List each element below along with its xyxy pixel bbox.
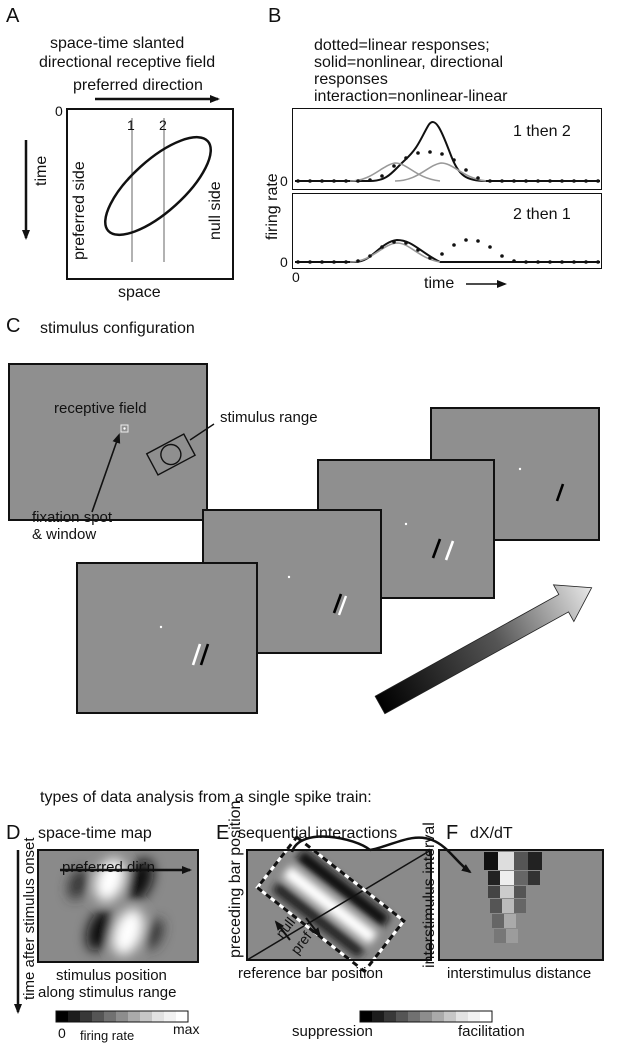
panel-f-title: dX/dT — [470, 825, 513, 842]
panel-a-title-2: directional receptive field — [39, 54, 216, 71]
marker-1: 1 — [127, 117, 135, 133]
slanted-receptive-field — [104, 135, 212, 237]
bar-white-frame-1 — [191, 643, 202, 666]
legend-line-4: interaction=nonlinear-linear — [314, 88, 508, 105]
zero-bottom: 0 — [280, 254, 288, 270]
dotted-linear-sum-top — [296, 150, 600, 183]
bar-black-frame-1 — [199, 643, 210, 666]
panel-f-letter: F — [446, 822, 459, 844]
panel-c-title: stimulus configuration — [40, 320, 195, 337]
stimulus-position-1: stimulus position — [56, 967, 167, 984]
panel-d-letter: D — [6, 822, 21, 844]
preferred-dirn-label: preferred dir'n — [62, 859, 155, 876]
panel-d-title: space-time map — [38, 825, 152, 842]
legend-line-3: responses — [314, 71, 388, 88]
time-arrow — [374, 584, 593, 715]
suppression-label: suppression — [292, 1023, 373, 1040]
linear-response-bottom — [349, 242, 441, 263]
overview-frame — [8, 363, 208, 521]
panel-e-title: sequential interactions — [238, 825, 398, 842]
analysis-window — [255, 835, 407, 974]
link-curve-2 — [369, 836, 472, 874]
scale1-label: firing rate — [80, 1028, 135, 1043]
stimulus-frame-1 — [76, 562, 258, 714]
panel-c-letter: C — [6, 315, 21, 337]
zero-x: 0 — [292, 269, 300, 285]
stimulus-range-label: stimulus range — [220, 409, 318, 426]
interstimulus-distance-label: interstimulus distance — [447, 965, 592, 982]
scale1-min: 0 — [58, 1025, 66, 1041]
receptive-field-box — [66, 108, 234, 280]
legend-line-2: solid=nonlinear, directional — [314, 54, 504, 71]
gray-scale-2 — [359, 1010, 493, 1023]
time-axis-label: time — [424, 275, 455, 292]
gray-scale-1 — [55, 1010, 189, 1023]
bar-frame-4 — [555, 483, 565, 502]
analysis-heading: types of data analysis from a single spi… — [40, 789, 372, 806]
bar-white-frame-3 — [444, 540, 455, 561]
stimulus-range-marker — [145, 433, 197, 476]
bar-black-frame-3 — [431, 538, 442, 559]
range-pointer — [189, 423, 215, 441]
panel-b-letter: B — [268, 5, 282, 27]
scale1-max: max — [173, 1021, 200, 1037]
response-box-bottom — [292, 193, 602, 269]
space-label: space — [118, 284, 161, 301]
fixation-label-2: & window — [32, 526, 97, 543]
zero-top: 0 — [280, 173, 288, 189]
panel-a-origin: 0 — [55, 103, 63, 119]
pref-arrow — [305, 917, 322, 938]
dotted-linear-sum-bottom — [296, 238, 600, 264]
stimulus-position-2: along stimulus range — [38, 984, 177, 1001]
bar-black-frame-2 — [332, 593, 343, 614]
fixation-spot — [123, 427, 126, 430]
fixation-pointer — [91, 433, 121, 513]
marker-2: 2 — [159, 117, 167, 133]
receptive-field-label: receptive field — [54, 400, 147, 417]
bar-white-frame-2 — [337, 595, 348, 616]
link-curve-1 — [290, 835, 371, 853]
null-arrow — [274, 920, 291, 941]
legend-line-1: dotted=linear responses; — [314, 37, 490, 54]
nonlinear-response-top — [295, 121, 600, 182]
panel-a-letter: A — [6, 5, 20, 27]
linear-response-1-top — [349, 162, 441, 182]
response-box-top — [292, 108, 602, 190]
reference-bar-label: reference bar position — [238, 965, 384, 982]
fixation-window — [120, 424, 129, 433]
order-label-bottom: 2 then 1 — [513, 206, 571, 223]
order-label-top: 1 then 2 — [513, 123, 571, 140]
linear-response-2-top — [394, 162, 487, 182]
facilitation-label: facilitation — [458, 1023, 525, 1040]
dxdt-bands — [484, 852, 542, 943]
fixation-label-1: fixation spot — [32, 509, 113, 526]
panel-a-arrow-label: preferred direction — [73, 77, 203, 94]
panel-e-letter: E — [216, 822, 230, 844]
panel-a-title-1: space-time slanted — [50, 35, 185, 52]
